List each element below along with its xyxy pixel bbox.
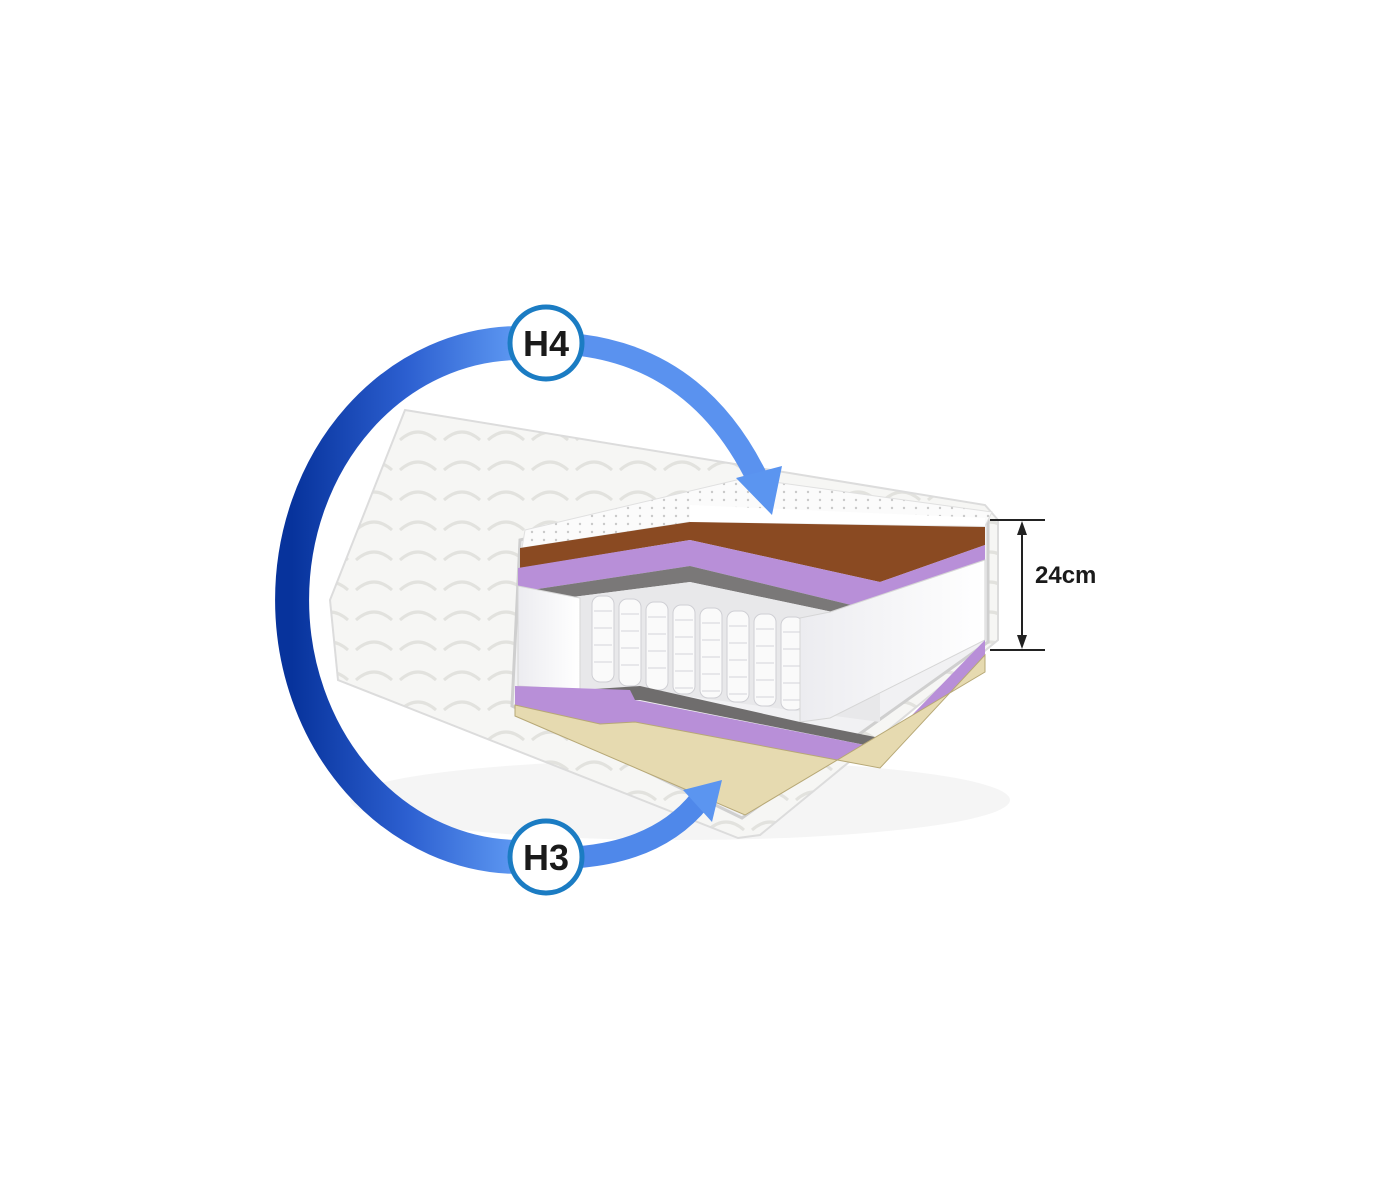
felt-top: [518, 566, 880, 622]
firmness-badge-top: H4: [507, 304, 585, 382]
arrow-bottom-head-icon: [683, 780, 722, 822]
felt-bottom: [580, 686, 880, 748]
pocket-spring: [672, 604, 696, 695]
pocket-spring: [753, 613, 777, 707]
purple-foam-top: [518, 540, 985, 612]
flip-arc: [275, 326, 521, 874]
bottom-foam-layer: [514, 653, 986, 816]
coir-layer: [520, 522, 985, 582]
dimension-arrow-down-icon: [1017, 635, 1027, 649]
firmness-top-label: H4: [523, 323, 569, 364]
firmness-bottom-label: H3: [523, 837, 569, 878]
pocket-spring: [645, 601, 669, 691]
arrow-top-head-icon: [736, 466, 782, 515]
height-dimension: 24cm: [990, 519, 1096, 651]
firmness-badge-bottom: H3: [507, 818, 585, 896]
dimension-arrow-up-icon: [1017, 521, 1027, 535]
foam-edge-left: [517, 585, 581, 691]
pocket-springs: [591, 595, 804, 711]
pocket-spring: [618, 598, 642, 687]
arrow-bottom-curve: [578, 792, 709, 868]
pocket-spring: [726, 610, 750, 703]
firmness-flip-indicator: H4 H3: [275, 304, 782, 896]
pocket-spring: [699, 607, 723, 699]
height-label: 24cm: [1035, 562, 1096, 589]
mattress: [328, 408, 1010, 840]
arrow-top-curve: [578, 334, 768, 485]
purple-foam-bottom: [515, 640, 985, 768]
pocket-spring: [591, 595, 615, 683]
latex-layer-front: [690, 505, 985, 526]
